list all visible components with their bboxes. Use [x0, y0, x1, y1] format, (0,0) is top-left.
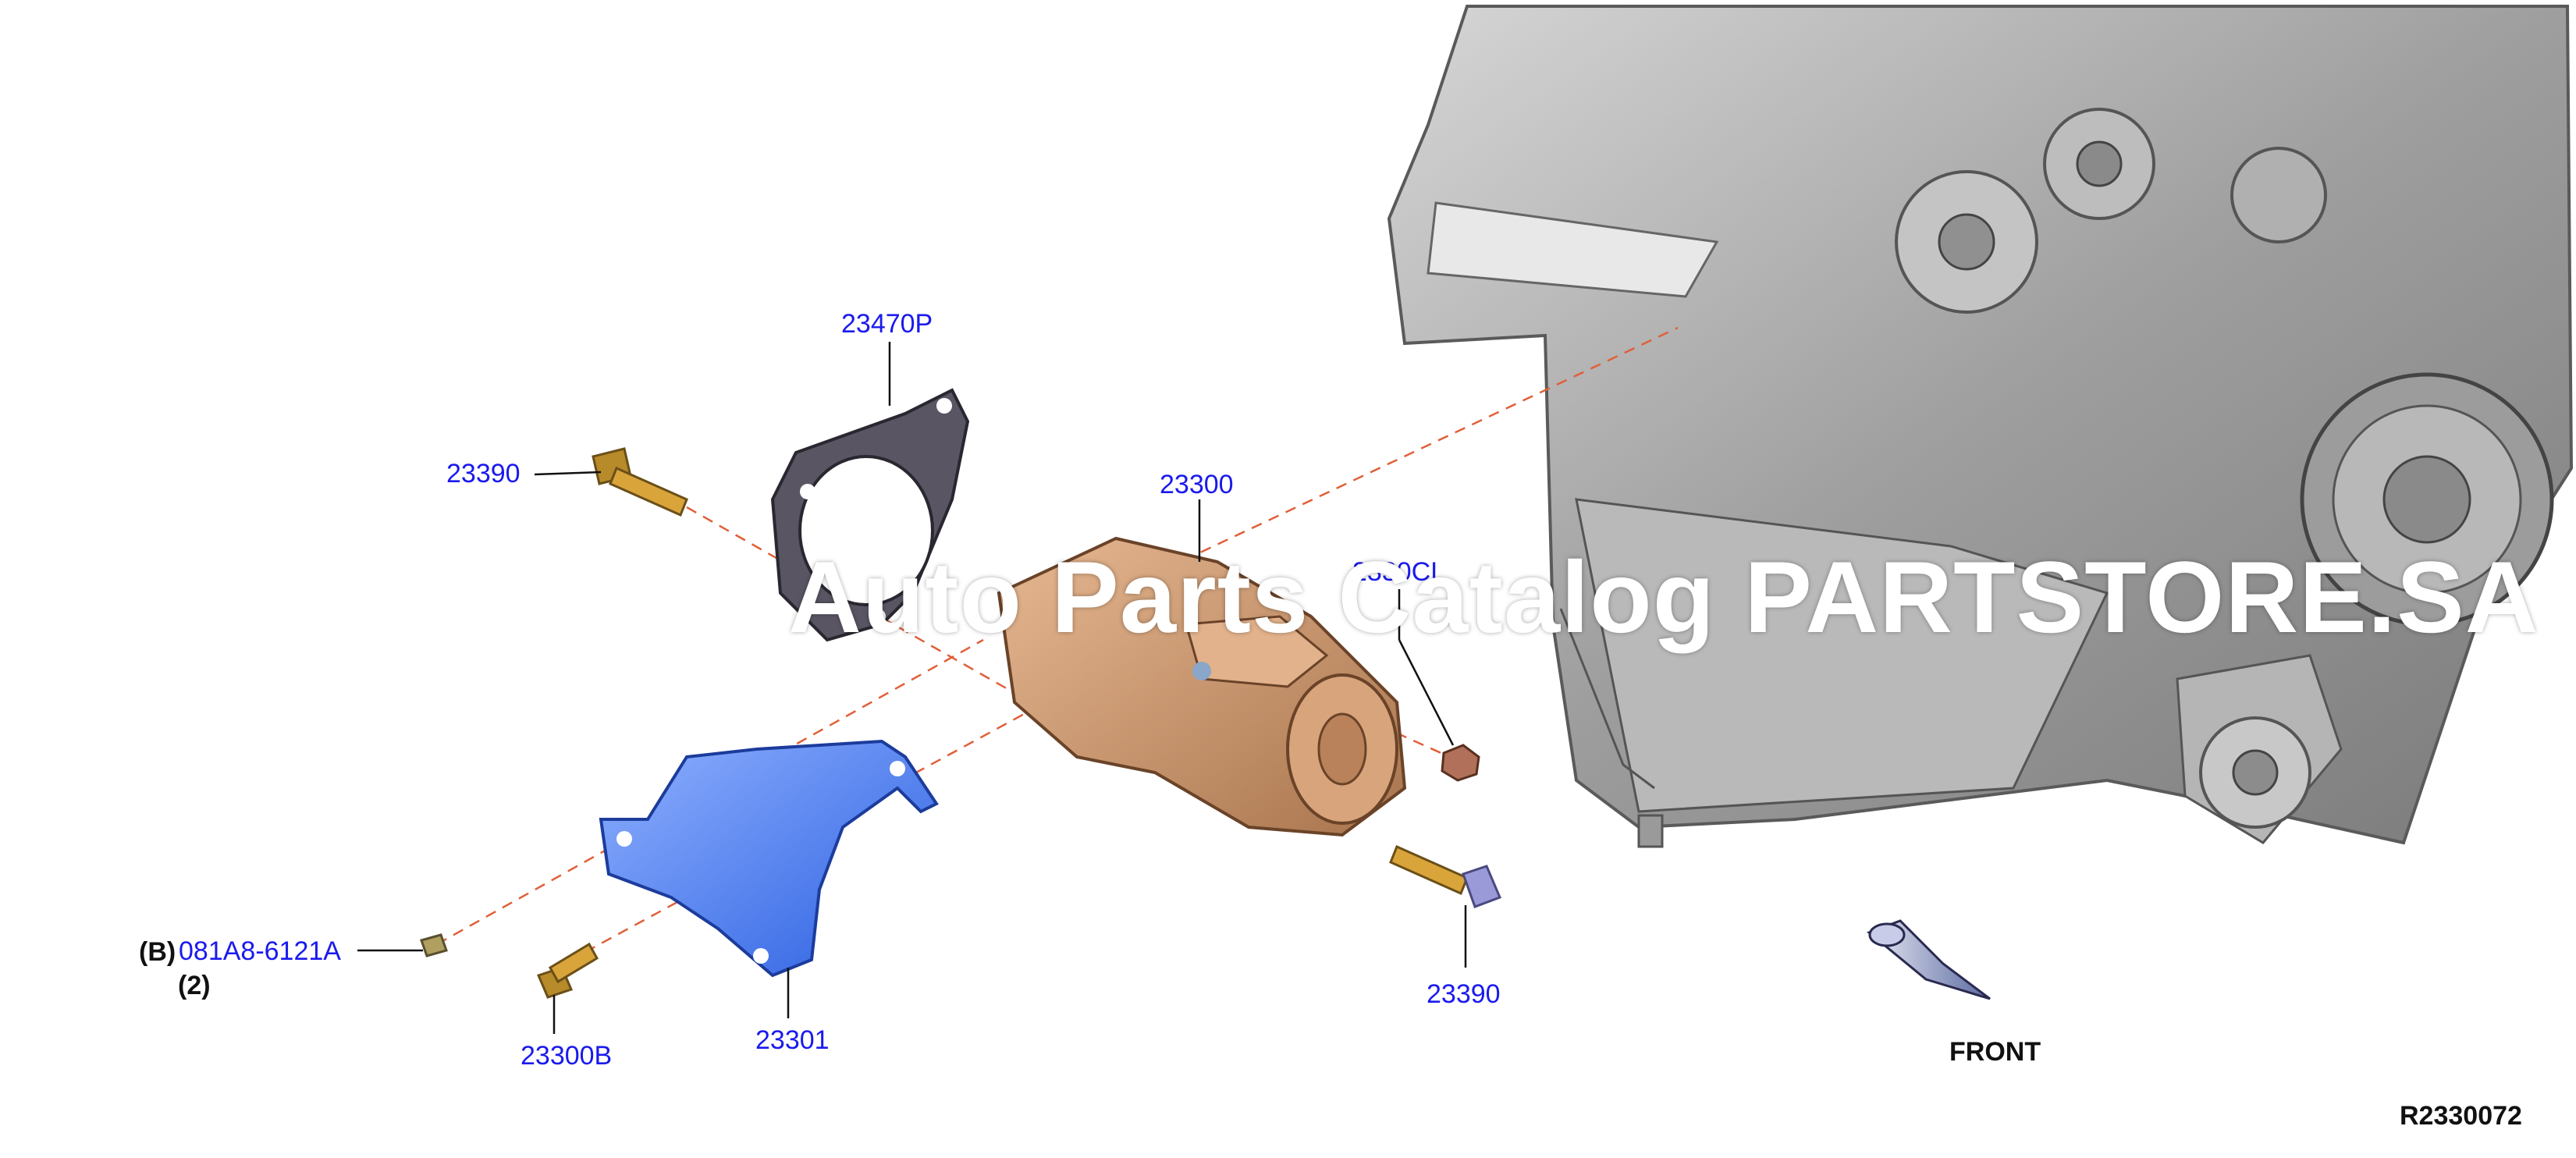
label-leaders [357, 342, 1467, 1034]
starter-motor[interactable] [997, 536, 1407, 837]
label-bracket-bolt[interactable]: 23300B [521, 1041, 613, 1071]
small-bolt[interactable] [420, 933, 448, 957]
bolt-upper-left[interactable] [592, 447, 688, 517]
bracket-part[interactable] [599, 739, 939, 978]
diagram-id: R2330072 [2400, 1101, 2522, 1131]
bracket-bolt[interactable] [536, 942, 599, 999]
label-bolt-upper-left[interactable]: 23390 [446, 459, 521, 488]
watermark: Auto Parts Catalog PARTSTORE.SA [788, 540, 2539, 654]
label-small-bolt-part[interactable]: 081A8-6121A [179, 936, 341, 966]
label-bolt-lower-right[interactable]: 23390 [1427, 979, 1501, 1009]
label-bracket[interactable]: 23301 [755, 1025, 830, 1055]
label-gasket[interactable]: 23470P [841, 309, 933, 339]
label-starter[interactable]: 23300 [1160, 470, 1234, 499]
label-small-bolt-ref: (B) [139, 937, 176, 967]
front-label: FRONT [1949, 1037, 2041, 1067]
gasket-part[interactable] [770, 388, 970, 642]
label-small-bolt-qty: (2) [178, 971, 211, 1000]
bolt-lower-right[interactable] [1389, 844, 1501, 908]
engine-block [1387, 5, 2574, 848]
label-nut[interactable]: 2330CL [1352, 557, 1446, 587]
front-direction-arrow [1867, 919, 1991, 1000]
nut-part[interactable] [1441, 744, 1480, 782]
